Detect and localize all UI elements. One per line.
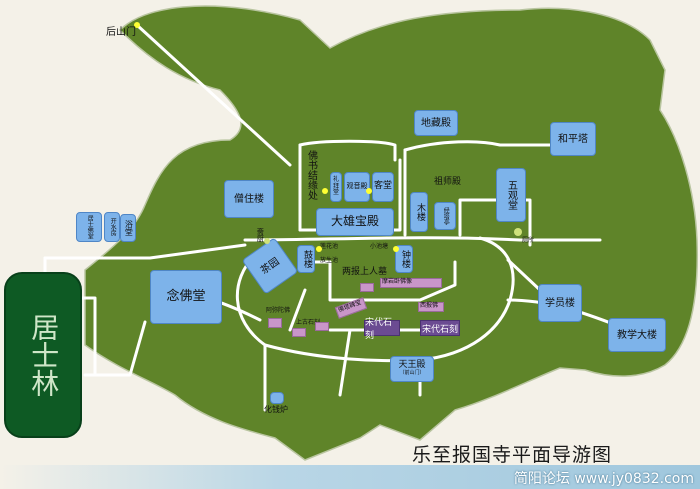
chayuan-label: 茶园 xyxy=(258,255,282,277)
cesuo-label: 厕所 xyxy=(522,237,535,244)
songdaishike-marker[interactable]: 宋代石刻 xyxy=(364,318,400,341)
ketang-building[interactable]: 客堂 xyxy=(372,172,394,202)
nianfotang-building[interactable]: 念佛堂 xyxy=(150,270,222,324)
shanggudaita-marker[interactable] xyxy=(292,328,306,337)
huaqianlu-label: 化钱炉 xyxy=(264,405,288,414)
marker-ketang xyxy=(366,188,372,194)
wuguantang-label: 五观堂 xyxy=(505,180,517,210)
liangjiemu-label: 两报上人墓 xyxy=(342,267,388,277)
songdaishike-label: 宋代石刻 xyxy=(365,318,393,341)
kaishuifang-label: 开水房 xyxy=(109,218,117,236)
dizangdian-label: 地藏殿 xyxy=(421,117,451,129)
xueyuanlou-building[interactable]: 学员楼 xyxy=(538,284,582,322)
xueyuanlou-label: 学员楼 xyxy=(545,297,575,309)
nianfotang-label: 念佛堂 xyxy=(166,288,206,304)
cesuo-marker[interactable] xyxy=(514,228,522,236)
jingta-label: 经塔亭 xyxy=(442,207,450,225)
fangshengchi-label: 放生池 xyxy=(320,257,339,264)
guanyindian-building[interactable]: 观音殿 xyxy=(344,172,370,202)
fotang-small-label: 居士佛堂 xyxy=(86,215,94,239)
map-title: 乐至报国寺平面导游图 xyxy=(412,444,613,466)
xiaoyanzhi-label: 小池塘 xyxy=(370,243,389,250)
guanyindian-label: 观音殿 xyxy=(346,182,368,191)
songdaishike2-marker[interactable]: 宋代石刻 xyxy=(420,320,460,336)
ketang-label: 客堂 xyxy=(373,181,392,192)
path-network xyxy=(43,24,632,412)
xiranbeige-marker[interactable] xyxy=(418,302,444,312)
tufang-label: 斋厨 xyxy=(256,228,265,242)
watermark-band xyxy=(0,465,700,489)
gulou-building[interactable]: 鼓楼 xyxy=(297,245,315,273)
jushilin-label: 居士林 xyxy=(27,313,61,397)
shanggudaita-label: 上古石刻 xyxy=(296,319,321,326)
marker-chayuan xyxy=(264,238,270,244)
tianwangdian-building[interactable]: 天王殿 （前山门） xyxy=(390,356,434,382)
jushilin-area[interactable]: 居士林 xyxy=(4,272,82,438)
kaishuifang-building[interactable]: 开水房 xyxy=(104,212,120,242)
small-shrine-marker[interactable] xyxy=(360,283,374,292)
amituofo-label: 阿弥陀佛 xyxy=(266,307,291,314)
jiaoxuedalou-label: 教学大楼 xyxy=(617,329,657,341)
fotang-small-building[interactable]: 居士佛堂 xyxy=(76,212,102,242)
yutang-label: 浴堂 xyxy=(124,220,134,236)
tianwangdian-label: 天王殿 xyxy=(398,360,426,371)
watermark-text: 简阳论坛 www.jy0832.com xyxy=(513,471,694,487)
libeitang-building[interactable]: 礼拜堂 xyxy=(330,172,342,202)
gulou-label: 鼓楼 xyxy=(301,250,312,268)
libeitang-label: 礼拜堂 xyxy=(332,176,339,197)
qianshanmen-label: （前山门） xyxy=(399,370,425,377)
songdaishike2-label: 宋代石刻 xyxy=(421,324,458,335)
huaqianlu-building[interactable] xyxy=(270,392,284,404)
mulou-building[interactable]: 木楼 xyxy=(410,192,428,232)
lianhuachi-label: 莲花池 xyxy=(320,243,339,250)
amituofo-marker[interactable] xyxy=(268,318,282,328)
zhonglou-label: 钟楼 xyxy=(399,250,410,268)
houshanmen-marker[interactable] xyxy=(134,22,140,28)
wuguantang-building[interactable]: 五观堂 xyxy=(496,168,526,222)
daxiongbaodian-label: 大雄宝殿 xyxy=(330,214,379,229)
hepingta-building[interactable]: 和平塔 xyxy=(550,122,596,156)
marker-zhonglou xyxy=(393,246,399,252)
moyanwofo-label: 摩岩卧佛像 xyxy=(382,278,413,285)
sengzhulou-building[interactable]: 僧住楼 xyxy=(224,180,274,218)
jingta-building[interactable]: 经塔亭 xyxy=(434,202,456,230)
houshanmen-label: 后山门 xyxy=(106,27,136,38)
zhonglou-building[interactable]: 钟楼 xyxy=(395,245,413,273)
fozhang-label: 佛书结缘处 xyxy=(305,150,317,200)
yutang-building[interactable]: 浴堂 xyxy=(120,214,136,242)
small-shrine-marker-2[interactable] xyxy=(315,322,329,331)
daxiongbaodian-building[interactable]: 大雄宝殿 xyxy=(316,208,394,236)
jiaoxuedalou-building[interactable]: 教学大楼 xyxy=(608,318,666,352)
xiranbeige-label: 西报佛 xyxy=(420,302,439,309)
marker-fozhang xyxy=(322,188,328,194)
zushidian-label: 祖师殿 xyxy=(434,177,462,187)
sengzhulou-label: 僧住楼 xyxy=(234,193,264,205)
dizangdian-building[interactable]: 地藏殿 xyxy=(414,110,458,136)
hepingta-label: 和平塔 xyxy=(558,133,588,145)
marker-gulou xyxy=(316,246,322,252)
moyanwofo-marker[interactable] xyxy=(380,278,442,288)
mulou-label: 木楼 xyxy=(414,203,425,221)
